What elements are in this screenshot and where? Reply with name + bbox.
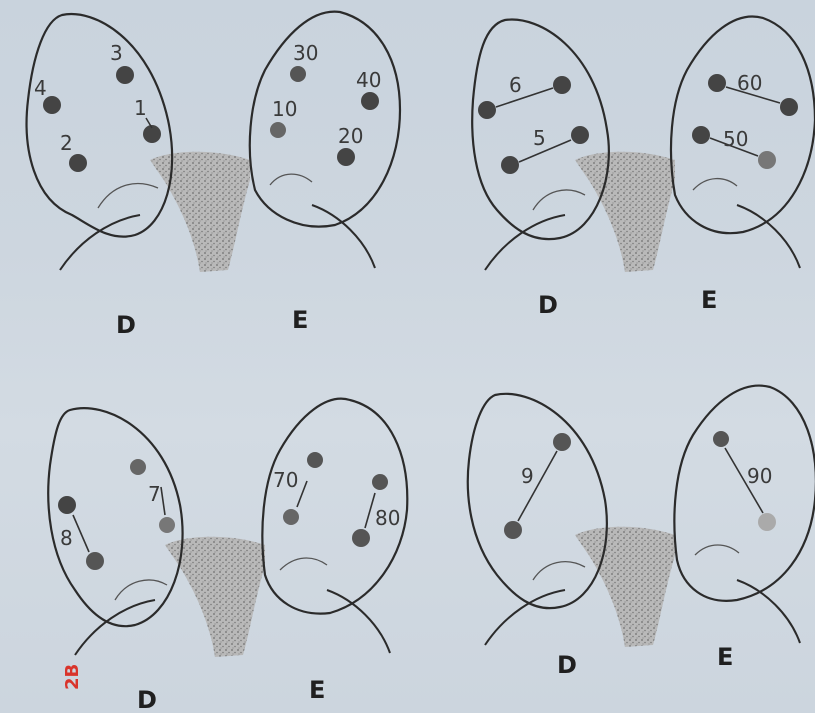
side-label-left: D <box>557 651 577 679</box>
point-6-a <box>478 101 496 119</box>
left-lobe-outline <box>468 394 607 608</box>
point-50-a <box>692 126 710 144</box>
point-3 <box>116 66 134 84</box>
right-lobe-outline <box>671 17 815 234</box>
point-70-a <box>307 452 323 468</box>
right-lobe-outline <box>674 386 815 601</box>
left-lobe-outline <box>48 408 182 626</box>
point-80-b <box>352 529 370 547</box>
side-label-left: D <box>538 291 558 319</box>
point-60-b <box>780 98 798 116</box>
label-10: 10 <box>272 97 297 121</box>
point-6-b <box>553 76 571 94</box>
page-stamp: 2B <box>62 664 83 690</box>
label-3: 3 <box>110 41 123 65</box>
label-9: 9 <box>521 464 534 488</box>
label-90: 90 <box>747 464 772 488</box>
label-6: 6 <box>509 73 522 97</box>
side-label-right: E <box>292 306 308 334</box>
label-60: 60 <box>737 71 762 95</box>
point-80-a <box>372 474 388 490</box>
label-8: 8 <box>60 526 73 550</box>
label-70: 70 <box>273 468 298 492</box>
point-70-b <box>283 509 299 525</box>
point-8-b <box>86 552 104 570</box>
point-9-a <box>553 433 571 451</box>
point-10 <box>270 122 286 138</box>
label-1: 1 <box>134 96 147 120</box>
side-label-left: D <box>116 311 136 339</box>
side-label-right: E <box>701 286 717 314</box>
point-5-b <box>571 126 589 144</box>
label-2: 2 <box>60 131 73 155</box>
point-8-a <box>58 496 76 514</box>
point-9-b <box>504 521 522 539</box>
panel-bottom-right: 9 90 D E <box>468 386 815 679</box>
panel-bottom-left: 7 8 70 80 D E <box>48 399 407 713</box>
point-30 <box>290 66 306 82</box>
label-80: 80 <box>375 506 400 530</box>
label-50: 50 <box>723 127 748 151</box>
point-60-a <box>708 74 726 92</box>
point-20 <box>337 148 355 166</box>
side-label-left: D <box>137 686 157 713</box>
point-2 <box>69 154 87 172</box>
label-7: 7 <box>148 482 161 506</box>
label-40: 40 <box>356 68 381 92</box>
point-7-a <box>130 459 146 475</box>
panel-top-left: 4 3 2 1 30 40 10 20 D E <box>27 12 400 339</box>
label-5: 5 <box>533 126 546 150</box>
point-50-b <box>758 151 776 169</box>
point-90-b <box>758 513 776 531</box>
side-label-right: E <box>717 643 733 671</box>
label-4: 4 <box>34 76 47 100</box>
point-90-a <box>713 431 729 447</box>
label-20: 20 <box>338 124 363 148</box>
point-40 <box>361 92 379 110</box>
point-5-a <box>501 156 519 174</box>
label-30: 30 <box>293 41 318 65</box>
panel-top-right: 6 5 60 50 D E <box>472 17 815 319</box>
side-label-right: E <box>309 676 325 704</box>
point-7-b <box>159 517 175 533</box>
